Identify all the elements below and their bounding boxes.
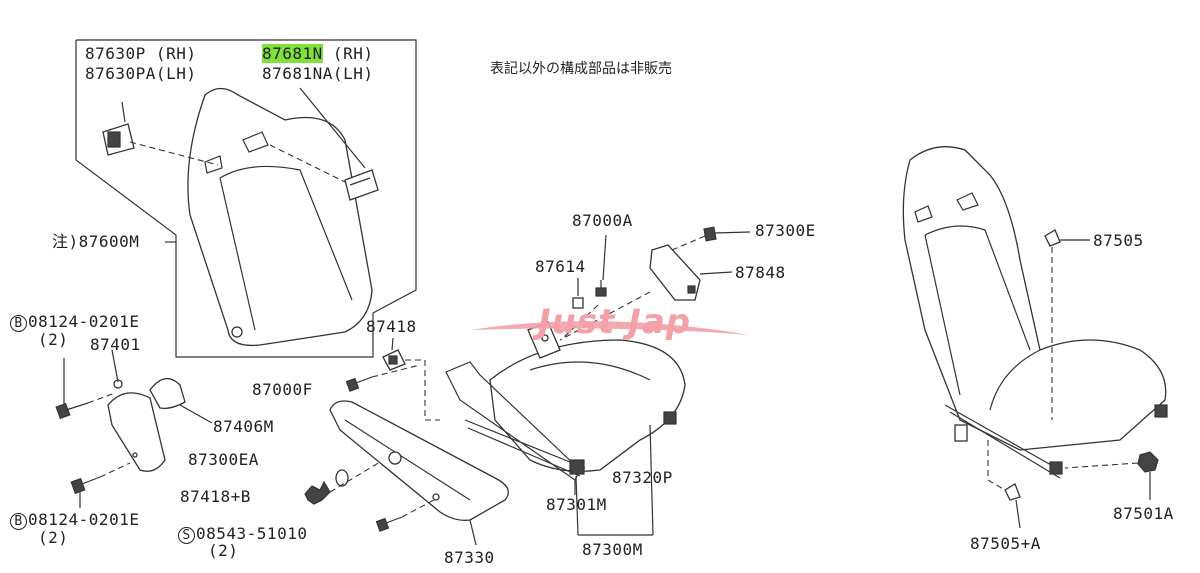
side-bracket-87401 xyxy=(107,379,166,472)
bolt-87501a xyxy=(1137,451,1159,473)
label-87000a: 87000A xyxy=(572,211,633,230)
label-08124-top-num: 08124-0201E xyxy=(28,312,140,331)
label-87681n: 87681N (RH) xyxy=(262,44,374,63)
seatback-shell xyxy=(187,87,373,347)
label-08543-num: 08543-51010 xyxy=(196,524,308,543)
label-87301m: 87301M xyxy=(546,495,607,514)
spacer-87614 xyxy=(572,297,584,309)
label-87848: 87848 xyxy=(735,263,786,282)
side-cover-left xyxy=(102,123,135,156)
label-87501a: 87501A xyxy=(1113,504,1174,523)
bolt-lower xyxy=(70,476,101,495)
clip-87505a xyxy=(1004,483,1021,501)
seatback-box-outline xyxy=(75,39,417,358)
label-87614: 87614 xyxy=(535,257,586,276)
label-87418: 87418 xyxy=(366,317,417,336)
label-87300m: 87300M xyxy=(582,540,643,559)
bolt-87000a xyxy=(595,280,607,297)
label-08124-bottom-qty: (2) xyxy=(38,528,69,547)
label-87406m: 87406M xyxy=(213,417,274,436)
label-87401: 87401 xyxy=(90,335,141,354)
label-87630pa: 87630PA(LH) xyxy=(85,64,197,83)
label-87681n-highlight: 87681N xyxy=(262,44,323,63)
circle-b-icon: B xyxy=(10,315,27,332)
watermark-logo-text: Just Jap xyxy=(538,302,692,342)
side-cover-right xyxy=(344,169,379,201)
bolt-87300e xyxy=(703,226,751,242)
label-87505: 87505 xyxy=(1093,231,1144,250)
label-87505a: 87505+A xyxy=(970,534,1041,553)
full-seat-assembly xyxy=(902,146,1168,479)
note-text: 表記以外の構成部品は非販売 xyxy=(490,61,672,77)
label-87600m: 注)87600M xyxy=(52,232,140,251)
bracket-87848 xyxy=(649,244,701,301)
rail-cover-87330 xyxy=(329,400,509,521)
label-87330: 87330 xyxy=(444,548,495,567)
label-87418b: 87418+B xyxy=(180,487,251,506)
screw-08543 xyxy=(375,516,403,532)
label-08543-qty: (2) xyxy=(208,541,239,560)
clip-87505 xyxy=(1044,229,1061,247)
label-87300ea: 87300EA xyxy=(188,450,259,469)
label-87320p: 87320P xyxy=(612,468,673,487)
label-87300e: 87300E xyxy=(755,221,816,240)
cover-87406m xyxy=(149,378,186,410)
label-87000f: 87000F xyxy=(252,380,313,399)
label-87630p: 87630P (RH) xyxy=(85,44,197,63)
screw-87000f xyxy=(345,376,373,392)
label-08124-bottom-num: 08124-0201E xyxy=(28,510,140,529)
circle-s-icon: S xyxy=(178,527,195,544)
bolt-upper xyxy=(55,402,89,420)
circle-b-icon: B xyxy=(10,513,27,530)
label-08124-top-qty: (2) xyxy=(38,330,69,349)
label-87681n-side: (RH) xyxy=(322,44,374,63)
washer-87300ea xyxy=(335,469,349,487)
bracket-87418 xyxy=(382,349,406,371)
label-87681na: 87681NA(LH) xyxy=(262,64,374,83)
